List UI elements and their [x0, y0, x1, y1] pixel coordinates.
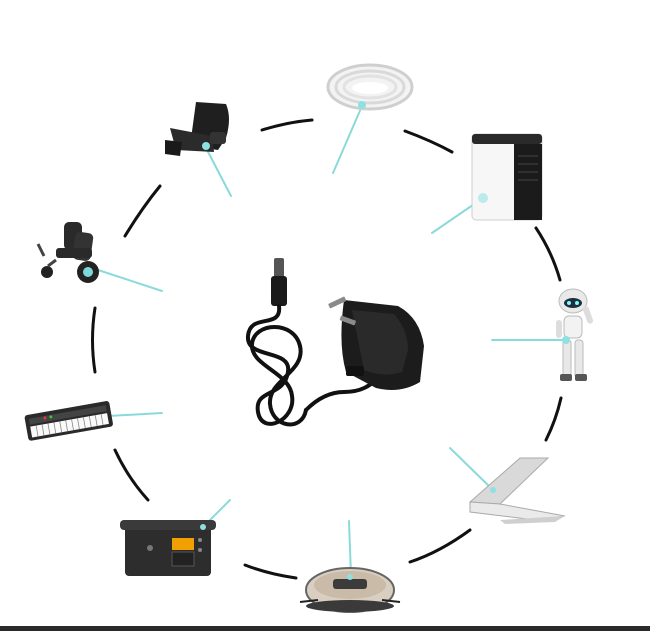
ring-arc: [91, 306, 97, 374]
ring-arc: [534, 226, 562, 282]
massage-chair-icon: [165, 102, 229, 156]
portable-air-conditioner-icon: [471, 133, 543, 221]
led-strip-icon: [326, 63, 414, 111]
robot-vacuum-icon: [299, 567, 401, 613]
ring-arc: [408, 528, 472, 564]
ring-arc: [123, 184, 162, 238]
laptop-icon: [468, 457, 566, 524]
electric-wheelchair-icon: [36, 222, 99, 283]
ring-arc: [243, 563, 298, 580]
portable-power-station-icon: [120, 520, 216, 576]
connector-line: [204, 145, 232, 197]
ring-arcs: [91, 118, 563, 580]
ring-arc: [113, 448, 150, 502]
ring-arc: [403, 129, 454, 154]
bottom-edge-bar: [0, 626, 650, 631]
ring-arc: [544, 396, 563, 442]
connector-line: [348, 520, 352, 577]
connector-line: [449, 447, 494, 491]
connector-line: [91, 267, 163, 292]
dc-power-adapter-icon: [246, 258, 424, 427]
connector-line: [107, 412, 163, 417]
ring-arc: [260, 118, 314, 132]
robot-toy-icon: [556, 288, 594, 381]
electronic-keyboard-icon: [24, 401, 113, 441]
connector-line: [332, 105, 363, 174]
